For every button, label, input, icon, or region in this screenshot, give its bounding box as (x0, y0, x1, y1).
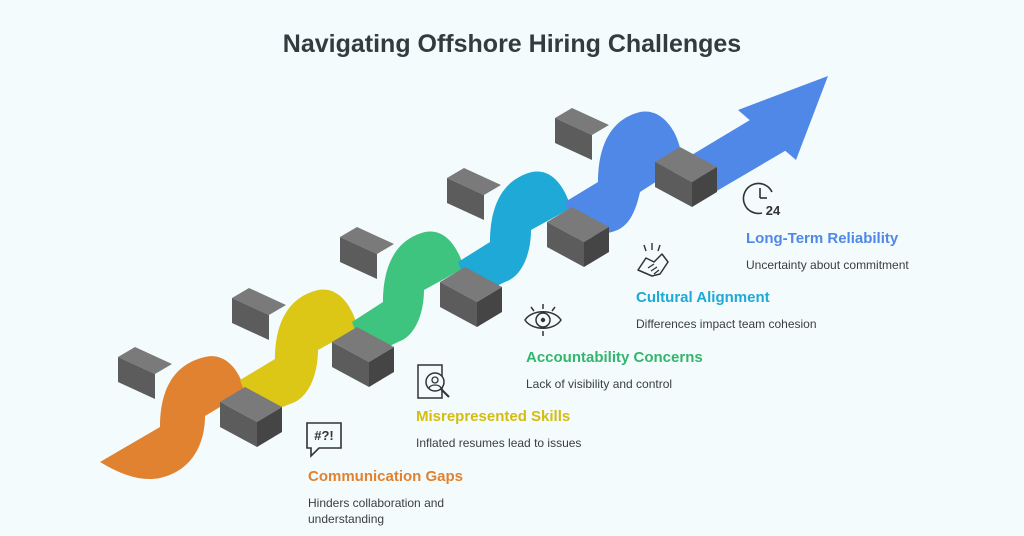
step-accountability-concerns: Accountability Concerns Lack of visibili… (526, 349, 746, 392)
step-description: Lack of visibility and control (526, 377, 673, 391)
ribbon-segment-cultural (458, 171, 571, 298)
speech-bubble-symbols-icon: #?! (306, 422, 342, 458)
clock-24-text: 24 (766, 203, 781, 218)
page-title: Navigating Offshore Hiring Challenges (282, 30, 742, 58)
step-description: Uncertainty about commitment (746, 258, 909, 272)
step-communication-gaps: Communication Gaps Hinders collaboration… (308, 468, 508, 527)
ribbon-segment-accountability (352, 231, 464, 358)
step-misrepresented-skills: Misrepresented Skills Inflated resumes l… (416, 408, 616, 451)
step-cultural-alignment: Cultural Alignment Differences impact te… (636, 289, 856, 332)
step-title: Long-Term Reliability (746, 230, 899, 247)
step-title: Communication Gaps (308, 468, 464, 485)
step-title: Cultural Alignment (636, 289, 770, 306)
step-long-term-reliability: Long-Term Reliability Uncertainty about … (746, 230, 966, 273)
ribbon-segment-reliability (565, 111, 690, 240)
handshake-icon (637, 243, 669, 277)
step-title: Misrepresented Skills (416, 408, 571, 425)
step-title: Accountability Concerns (526, 349, 703, 366)
blocks-front (220, 147, 717, 447)
step-description: Hinders collaboration and understanding (308, 496, 445, 526)
ribbon-segment-skills (240, 289, 358, 418)
speech-bubble-text: #?! (314, 428, 334, 443)
resume-magnifier-icon (417, 364, 450, 399)
clock-24-icon: 24 (742, 182, 781, 218)
eye-target-icon (524, 304, 562, 336)
step-description: Inflated resumes lead to issues (416, 436, 582, 450)
ribbon-segment-communication (100, 356, 245, 480)
arrow-head (738, 76, 828, 160)
blocks-back (118, 108, 609, 399)
step-description: Differences impact team cohesion (636, 317, 817, 331)
